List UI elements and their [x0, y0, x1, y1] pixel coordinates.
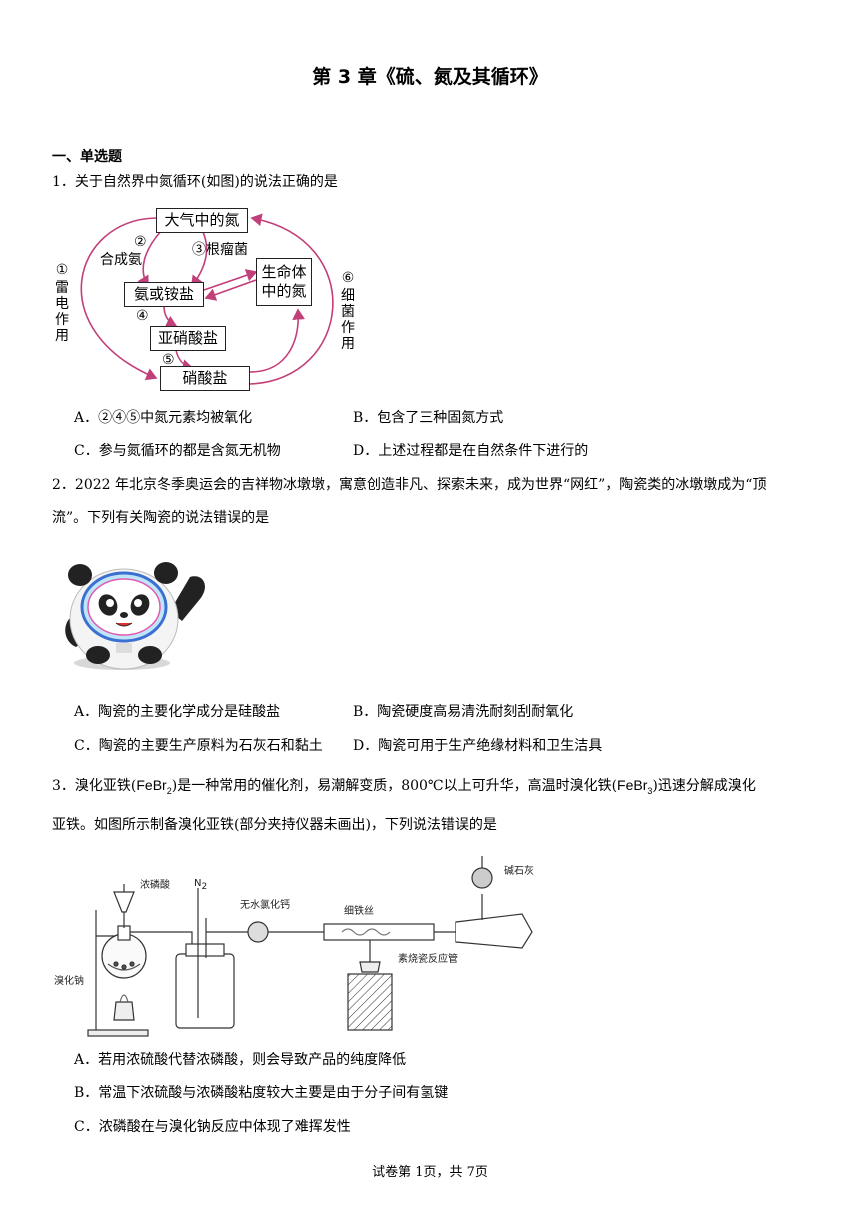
question-3-stem-line-1: 3．溴化亚铁(FeBr2)是一种常用的催化剂，易潮解变质，800℃以上可升华，高… [52, 775, 756, 801]
q3-option-b: B．常温下浓硫酸与浓磷酸粘度较大主要是由于分子间有氢键 [74, 1085, 449, 1101]
nitrogen-cycle-diagram: 大气中的氮 氨或铵盐 亚硝酸盐 硝酸盐 生命体 中的氮 ① 雷 电 作 用 ② … [52, 200, 372, 400]
q2-option-d: D．陶瓷可用于生产绝缘材料和卫生洁具 [353, 738, 603, 754]
label-n6: ⑥ [341, 270, 355, 286]
life-line-1: 生命体 [261, 263, 307, 281]
q2-option-c: C．陶瓷的主要生产原料为石灰石和黏土 [74, 738, 323, 754]
q1-option-d: D．上述过程都是在自然条件下进行的 [353, 443, 589, 459]
label-n3: ③根瘤菌 [192, 242, 248, 258]
q1-option-b: B．包含了三种固氮方式 [353, 410, 504, 426]
formula-febr2-main: FeBr [136, 777, 167, 793]
label-n1-char-3: 作 [55, 312, 69, 328]
formula-febr2-sub: 2 [166, 785, 172, 796]
label-sodium-bromide: 溴化钠 [54, 976, 84, 987]
label-n1-char-1: 雷 [55, 280, 69, 296]
q1-option-a: A．②④⑤中氮元素均被氧化 [74, 410, 253, 426]
mascot-drawing [65, 562, 205, 670]
formula-febr2: FeBr2 [136, 777, 172, 796]
life-line-2: 中的氮 [261, 282, 307, 300]
label-soda-lime: 碱石灰 [504, 866, 534, 877]
question-1-stem: 1．关于自然界中氮循环(如图)的说法正确的是 [52, 174, 338, 190]
formula-febr3-main: FeBr [617, 777, 648, 793]
box-life-nitrogen: 生命体 中的氮 [256, 258, 312, 306]
label-n4: ④ [136, 308, 149, 324]
label-phosphoric-acid: 浓磷酸 [140, 880, 170, 891]
label-n6-char-4: 用 [341, 336, 355, 352]
label-n2-sub: 2 [201, 882, 208, 892]
febr2-apparatus-diagram: 浓磷酸 N2 无水氯化钙 细铁丝 碱石灰 溴化钠 素烧瓷反应管 [52, 848, 552, 1040]
q2-option-b: B．陶瓷硬度高易清洗耐刻刮耐氧化 [353, 704, 574, 720]
q3-stem-part-b: )是一种常用的催化剂，易潮解变质，800℃以上可升华，高温时溴化铁( [171, 778, 618, 794]
question-2-stem-line-2: 流”。下列有关陶瓷的说法错误的是 [52, 510, 270, 526]
page-footer: 试卷第 1页，共 7页 [372, 1165, 488, 1180]
label-iron-wire: 细铁丝 [344, 906, 374, 917]
label-n1: ① [55, 262, 69, 278]
question-3-stem-line-2: 亚铁。如图所示制备溴化亚铁(部分夹持仪器未画出)，下列说法错误的是 [52, 817, 497, 833]
box-nitrite: 亚硝酸盐 [150, 326, 226, 351]
label-n6-char-1: 细 [341, 288, 355, 304]
box-atmospheric-nitrogen: 大气中的氮 [156, 208, 248, 233]
q3-stem-part-c: )迅速分解成溴化 [652, 778, 756, 794]
label-n1-char-2: 电 [55, 296, 69, 312]
page-title: 第 3 章《硫、氮及其循环》 [312, 66, 548, 88]
formula-febr3-sub: 3 [647, 785, 653, 796]
label-reaction-tube: 素烧瓷反应管 [398, 954, 458, 965]
label-n2-main: N [194, 878, 202, 889]
label-n2-text: 合成氨 [100, 252, 142, 268]
q1-option-c: C．参与氮循环的都是含氮无机物 [74, 443, 281, 459]
label-n2: ② [134, 234, 147, 250]
q3-option-a: A．若用浓硫酸代替浓磷酸，则会导致产品的纯度降低 [74, 1052, 407, 1068]
apparatus-drawing [87, 856, 533, 1037]
bing-dwen-dwen-mascot-image [58, 555, 213, 673]
formula-febr3: FeBr3 [617, 777, 653, 796]
box-nitrate: 硝酸盐 [160, 366, 250, 391]
q3-option-c: C．浓磷酸在与溴化钠反应中体现了难挥发性 [74, 1119, 351, 1135]
label-n5: ⑤ [162, 352, 175, 368]
box-ammonia: 氨或铵盐 [124, 282, 204, 307]
label-n6-char-2: 菌 [341, 304, 355, 320]
q2-option-a: A．陶瓷的主要化学成分是硅酸盐 [74, 704, 281, 720]
label-n6-char-3: 作 [341, 320, 355, 336]
question-2-stem-line-1: 2．2022 年北京冬季奥运会的吉祥物冰墩墩，寓意创造非凡、探索未来，成为世界“… [52, 477, 767, 493]
label-calcium-chloride: 无水氯化钙 [240, 900, 290, 911]
section-heading: 一、单选题 [52, 149, 122, 165]
label-n1-char-4: 用 [55, 328, 69, 344]
q3-stem-part-a: 3．溴化亚铁( [52, 778, 137, 794]
nitrogen-cycle-arrows [80, 213, 334, 385]
label-n2: N2 [194, 878, 207, 892]
